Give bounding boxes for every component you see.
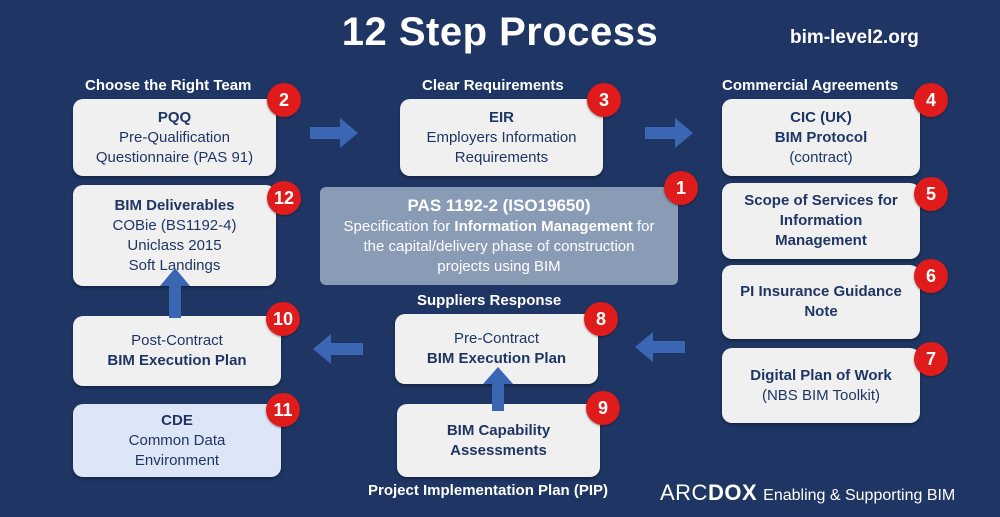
step-1-line: projects using BIM	[437, 257, 561, 275]
arrow-up-icon	[483, 367, 513, 411]
section-label-suppliers: Suppliers Response	[417, 292, 562, 309]
step-1-badge: 1	[664, 171, 698, 205]
site-url: bim-level2.org	[790, 27, 919, 48]
step-12-line: Soft Landings	[128, 256, 221, 274]
step-10-line: BIM Execution Plan	[107, 352, 247, 369]
step-3-card: EIR Employers Information Requirements	[400, 99, 603, 176]
step-11-badge: 11	[266, 393, 300, 427]
step-5-card: Scope of Services for Information Manage…	[722, 183, 920, 259]
step-11-line: Environment	[134, 451, 220, 469]
step-7-badge: 7	[914, 342, 948, 376]
step-9-title: BIM Capability	[446, 421, 551, 439]
step-3-title: EIR	[488, 108, 514, 126]
section-label-team: Choose the Right Team	[85, 77, 252, 94]
step-2-badge: 2	[267, 83, 301, 117]
step-1-line: Specification for Information Management…	[343, 217, 655, 235]
step-4-line: BIM Protocol	[774, 128, 868, 146]
step-4-badge: 4	[914, 83, 948, 117]
step-5-line: Information	[779, 212, 863, 229]
step-11-line: Common Data	[128, 431, 226, 449]
step-12-badge: 12	[267, 181, 301, 215]
step-6-title: PI Insurance Guidance	[740, 283, 902, 300]
step-8-badge: 8	[584, 302, 618, 336]
step-4-card: CIC (UK) BIM Protocol (contract)	[722, 99, 920, 176]
step-11-card: CDE Common Data Environment	[73, 404, 281, 477]
section-label-pip: Project Implementation Plan (PIP)	[368, 482, 609, 499]
step-5-line: Management	[775, 232, 867, 249]
arrow-right-icon	[645, 118, 693, 148]
step-10-card: Post-Contract BIM Execution Plan	[73, 316, 281, 386]
step-7-line: (NBS BIM Toolkit)	[761, 386, 881, 404]
step-3-line: Requirements	[454, 148, 549, 166]
page-title: 12 Step Process	[341, 10, 659, 54]
section-label-requirements: Clear Requirements	[422, 77, 564, 94]
step-6-line: Note	[804, 303, 838, 320]
step-12-line: Uniclass 2015	[127, 236, 222, 254]
step-2-line: Questionnaire (PAS 91)	[95, 148, 254, 166]
step-6-badge: 6	[914, 259, 948, 293]
step-12-line: COBie (BS1192-4)	[112, 216, 237, 234]
brand-tagline: Enabling & Supporting BIM	[763, 487, 956, 504]
section-label-commercial: Commercial Agreements	[722, 77, 899, 94]
step-11-title: CDE	[161, 411, 193, 429]
step-7-card: Digital Plan of Work (NBS BIM Toolkit)	[722, 348, 920, 423]
step-7-title: Digital Plan of Work	[750, 366, 892, 384]
step-12-card: BIM Deliverables COBie (BS1192-4) Unicla…	[73, 185, 276, 286]
step-5-badge: 5	[914, 177, 948, 211]
arrow-up-icon	[160, 268, 190, 318]
step-6-card: PI Insurance Guidance Note	[722, 265, 920, 339]
step-8-title: Pre-Contract	[453, 330, 540, 347]
step-2-card: PQQ Pre-Qualification Questionnaire (PAS…	[73, 99, 276, 176]
step-2-line: Pre-Qualification	[119, 128, 230, 146]
step-1-card: PAS 1192-2 (ISO19650) Specification for …	[320, 187, 678, 285]
step-4-title: CIC (UK)	[790, 108, 852, 126]
step-3-line: Employers Information	[426, 128, 577, 146]
step-8-line: BIM Execution Plan	[426, 350, 567, 367]
step-1-title: PAS 1192-2 (ISO19650)	[407, 195, 591, 215]
brand-logo: ARCDOX Enabling & Supporting BIM	[660, 480, 955, 506]
step-2-title: PQQ	[157, 108, 192, 126]
brand-arc: ARC	[660, 480, 708, 505]
step-12-title: BIM Deliverables	[114, 196, 235, 214]
arrow-right-icon	[310, 118, 358, 148]
step-10-title: Post-Contract	[131, 332, 223, 349]
step-9-line: Assessments	[450, 441, 547, 459]
step-1-line: the capital/delivery phase of constructi…	[363, 237, 635, 255]
step-10-badge: 10	[266, 302, 300, 336]
step-4-line: (contract)	[789, 148, 853, 166]
step-3-badge: 3	[587, 83, 621, 117]
brand-dox: DOX	[707, 480, 758, 505]
step-9-badge: 9	[586, 391, 620, 425]
step-9-card: BIM Capability Assessments	[397, 404, 600, 477]
arrow-left-icon	[313, 334, 363, 364]
step-5-title: Scope of Services for	[744, 192, 898, 209]
step-8-card: Pre-Contract BIM Execution Plan	[395, 314, 598, 384]
arrow-left-icon	[635, 332, 685, 362]
